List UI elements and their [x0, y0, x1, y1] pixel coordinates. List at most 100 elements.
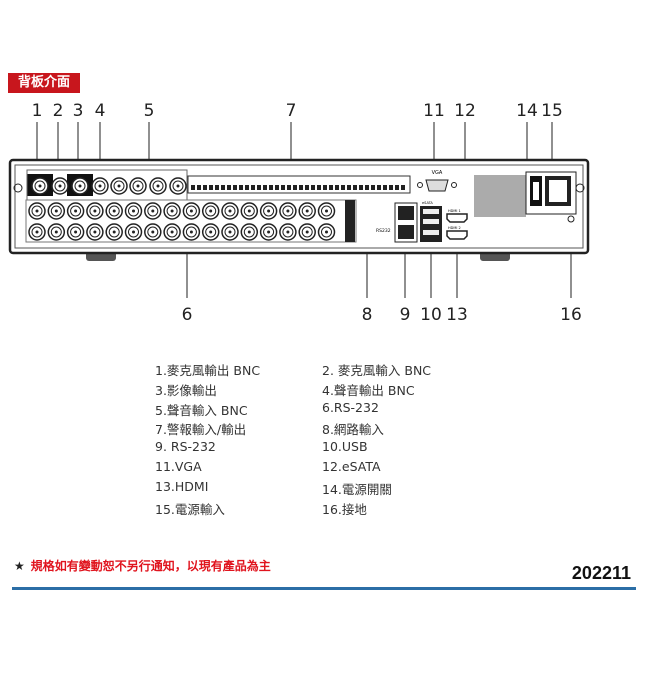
callout-12: 12 [454, 101, 476, 121]
terminal-pin [323, 185, 327, 190]
terminal-pin [257, 185, 261, 190]
bnc-video-in [66, 223, 85, 241]
bnc-video-in [66, 202, 85, 220]
terminal-pin [251, 185, 255, 190]
bnc-video-in [28, 202, 46, 220]
terminal-pin [365, 185, 369, 190]
legend-item: 14.電源開關 [322, 481, 392, 497]
legend-item: 12.eSATA [322, 459, 381, 474]
terminal-pin [347, 185, 351, 190]
terminal-pin [215, 185, 219, 190]
legend-item: 16.接地 [322, 501, 367, 517]
bnc-video-in [86, 202, 104, 220]
bnc-video-in [201, 223, 220, 241]
disclaimer-text: 規格如有變動恕不另行通知，以現有產品為主 [30, 559, 271, 573]
bnc-connector-top-5 [110, 177, 128, 195]
bnc-video-in [279, 202, 297, 220]
terminal-pin [377, 185, 381, 190]
legend-item: 5.聲音輸入 BNC [155, 402, 248, 418]
terminal-pin [293, 185, 297, 190]
legend-item: 11.VGA [155, 459, 202, 474]
terminal-pin [269, 185, 273, 190]
callout-6: 6 [181, 305, 193, 325]
terminal-pin [299, 185, 303, 190]
bnc-video-in [47, 223, 66, 241]
bnc-connector-top-4 [91, 177, 109, 195]
version-code: 202211 [571, 563, 631, 583]
terminal-pin [371, 185, 375, 190]
bnc-connector-top-7 [149, 177, 167, 195]
terminal-pin [281, 185, 285, 190]
callout-16: 16 [560, 305, 582, 325]
terminal-pin [383, 185, 387, 190]
bnc-video-in [105, 223, 123, 241]
bnc-video-in [182, 223, 201, 241]
bnc-connector-top-6 [129, 177, 147, 195]
terminal-pin [311, 185, 315, 190]
rear-panel-diagram: VGA RS232 eSATA HDMI 1 HDMI 2 [8, 122, 590, 298]
bnc-video-in [124, 223, 143, 241]
rj45-port-top [398, 206, 414, 220]
bnc-video-in [221, 202, 239, 220]
bnc-video-in [163, 202, 181, 220]
terminal-pin [191, 185, 195, 190]
callout-2: 2 [52, 101, 64, 121]
psu-vent [474, 175, 526, 217]
alarm-terminal-block [187, 175, 411, 194]
callout-8: 8 [361, 305, 373, 325]
terminal-pin [287, 185, 291, 190]
bnc-video-in [163, 223, 181, 241]
terminal-pin [197, 185, 201, 190]
bnc-connector-top-1 [31, 177, 49, 195]
esata-port [423, 209, 439, 214]
terminal-pin [233, 185, 237, 190]
legend-item: 13.HDMI [155, 478, 209, 494]
bnc-video-in [105, 202, 123, 220]
terminal-pin [341, 185, 345, 190]
bnc-video-in [182, 202, 201, 220]
legend-item: 9. RS-232 [155, 439, 216, 455]
callout-14: 14 [516, 101, 538, 121]
bnc-video-in [240, 202, 259, 220]
terminal-pin [245, 185, 249, 190]
vga-port [425, 179, 449, 192]
bnc-video-in [298, 202, 316, 220]
legend-item: 7.警報輸入/輸出 [155, 422, 247, 438]
terminal-pin [353, 185, 357, 190]
bnc-video-in [259, 202, 278, 220]
bnc-video-in [240, 223, 259, 241]
footer-rule [12, 587, 636, 590]
callout-15: 15 [541, 101, 563, 121]
bnc-connector-top-8 [169, 177, 187, 195]
callout-1: 1 [31, 101, 43, 121]
bnc-video-in [221, 223, 239, 241]
legend-item: 6.RS-232 [322, 399, 379, 415]
bnc-video-in [317, 223, 336, 241]
hdmi-port-1 [446, 213, 468, 223]
terminal-pin [227, 185, 231, 190]
callout-3: 3 [72, 101, 84, 121]
bnc-video-in [28, 223, 46, 241]
usb-port-1 [423, 219, 439, 224]
terminal-pin [389, 185, 393, 190]
terminal-pin [275, 185, 279, 190]
terminal-pin [209, 185, 213, 190]
callout-7: 7 [285, 101, 297, 121]
bnc-video-in [201, 202, 220, 220]
terminal-pin [239, 185, 243, 190]
rj45-port-bottom [398, 225, 414, 239]
hdmi2-label: HDMI 2 [448, 226, 461, 230]
rs232-label: RS232 [376, 228, 391, 234]
esata-label: eSATA [422, 201, 433, 205]
terminal-pin [359, 185, 363, 190]
section-title: 背板介面 [8, 73, 80, 93]
vga-label: VGA [432, 170, 443, 176]
callout-5: 5 [143, 101, 155, 121]
terminal-pin [305, 185, 309, 190]
hdmi1-label: HDMI 1 [448, 209, 461, 213]
legend-item: 4.聲音輸出 BNC [322, 382, 415, 398]
legend-item: 15.電源輸入 [155, 501, 225, 517]
callout-10: 10 [420, 305, 442, 325]
legend-item: 10.USB [322, 439, 368, 455]
